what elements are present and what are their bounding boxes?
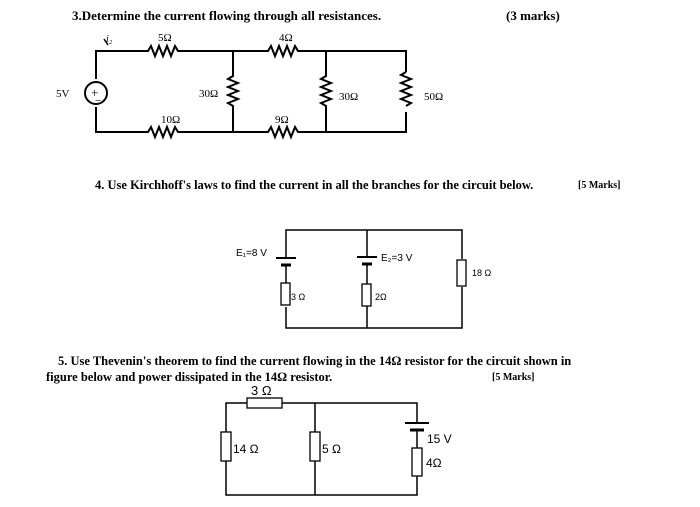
q5-resistor-14 <box>220 431 232 462</box>
q4-marks: [5 Marks] <box>578 180 621 191</box>
q3-source-label: 5V <box>56 88 70 100</box>
q3-current-arrow <box>103 38 109 46</box>
q5-marks: [5 Marks] <box>492 372 535 383</box>
q5-text-line2: figure below and power dissipated in the… <box>46 370 333 384</box>
q4-r3-label: 18 Ω <box>472 268 492 278</box>
q3-r-bot1-label: 10Ω <box>161 114 180 126</box>
q3-r-v2-label: 30Ω <box>339 91 358 103</box>
q4-bottom-wire <box>285 287 463 329</box>
q4-r2-label: 2Ω <box>375 292 387 302</box>
q4-resistor-2 <box>361 283 372 307</box>
q3-bottom-branch <box>95 107 407 140</box>
q3-r-top1-label: 5Ω <box>158 32 172 44</box>
q5-r2-label: 5 Ω <box>322 442 341 456</box>
q3-resistor-v1 <box>225 51 241 132</box>
q5-source-label: 15 V <box>427 432 452 446</box>
q4-text: 4. Use Kirchhoff's laws to find the curr… <box>95 178 534 192</box>
q3-resistor-v2 <box>318 51 334 132</box>
svg-text:+: + <box>91 85 98 100</box>
q3-r-v3-label: 50Ω <box>424 91 443 103</box>
q5-resistor-4 <box>411 447 423 477</box>
q3-resistor-v3 <box>398 71 414 107</box>
q4-top-wire <box>285 229 463 259</box>
q5-resistor-5 <box>309 431 321 462</box>
q4-resistor-3 <box>280 282 291 306</box>
q4-r1-label: 3 Ω <box>291 292 306 302</box>
q3-r-v1-label: 30Ω <box>199 88 218 100</box>
q5-bottom-wire <box>225 461 418 496</box>
q5-r-top-label: 3 Ω <box>251 383 272 398</box>
q5-text-line1: 5. Use Thevenin's theorem to find the cu… <box>58 354 572 368</box>
q5-r1-label: 14 Ω <box>233 442 259 456</box>
svg-text:−: − <box>95 95 101 107</box>
q4-circuit: E₁=8 V E₂=3 V 3 Ω 2Ω 18 Ω <box>236 229 492 329</box>
q5-resistor-3 <box>246 397 283 409</box>
q3-circuit: + − i₂ 5V 5Ω 4Ω 10Ω 9Ω 30Ω 30Ω 50Ω <box>56 32 443 140</box>
q3-text: 3.Determine the current flowing through … <box>72 8 382 23</box>
q3-voltage-source <box>84 81 108 105</box>
q4-e2-label: E₂=3 V <box>381 253 413 264</box>
q3-r-top2-label: 4Ω <box>279 32 293 44</box>
q4-e1-label: E₁=8 V <box>236 248 267 259</box>
q5-top-wire <box>225 402 418 432</box>
q3-current-label: i₂ <box>106 34 113 45</box>
q3-top-branch <box>95 43 407 79</box>
q5-r3-label: 4Ω <box>426 456 442 470</box>
q4-resistor-18 <box>456 259 467 287</box>
q3-marks: (3 marks) <box>506 8 560 23</box>
q3-r-bot2-label: 9Ω <box>275 114 289 126</box>
q5-circuit: 3 Ω 14 Ω 5 Ω 15 V 4Ω <box>220 383 452 496</box>
